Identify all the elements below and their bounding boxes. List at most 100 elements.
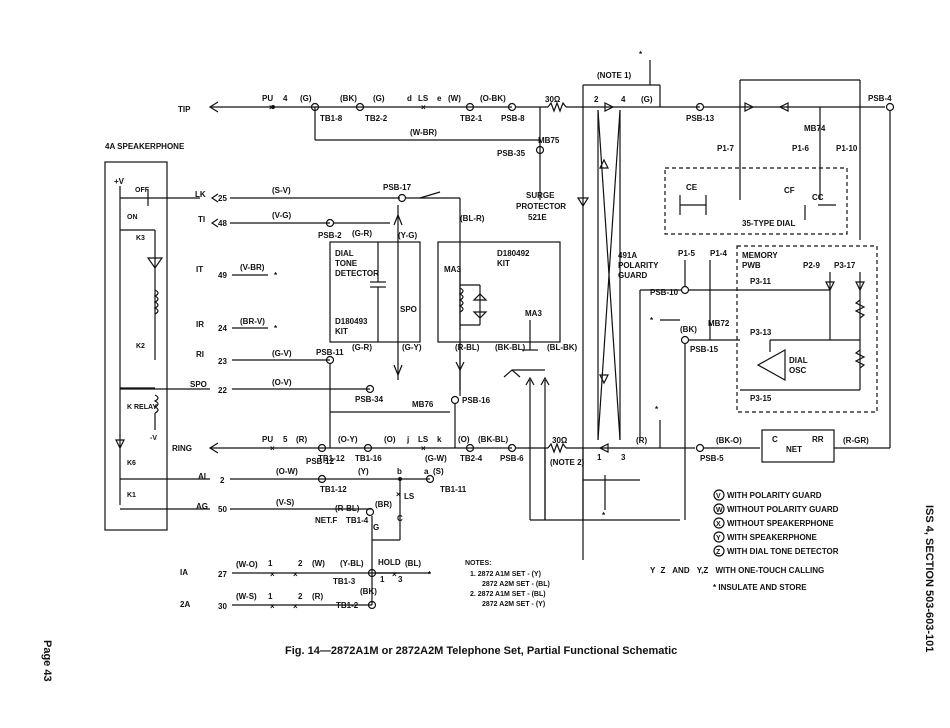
ll-s: (S) xyxy=(433,467,444,476)
note-line-3: 2. 2872 A1M SET - (BL) xyxy=(470,591,546,598)
psb-11: PSB-11 xyxy=(316,348,344,357)
ring-n5: 5 xyxy=(283,435,288,444)
legend-symbol-x xyxy=(713,517,725,529)
svg-text:*: * xyxy=(655,405,659,414)
legend-symbol-letter-y: Y xyxy=(716,535,721,542)
legend-symbol-y xyxy=(713,531,725,543)
psb-4: PSB-4 xyxy=(868,94,892,103)
tb1-3: TB1-3 xyxy=(333,577,356,586)
svg-text:×: × xyxy=(270,570,275,579)
net-c: C xyxy=(772,435,778,444)
net-box xyxy=(761,429,835,463)
pin-ir: 24 xyxy=(218,324,227,333)
spo-label: SPO xyxy=(190,380,207,389)
it-label: IT xyxy=(196,265,203,274)
mb7-6: MB76 xyxy=(412,400,434,409)
tb2-4: TB2-4 xyxy=(460,454,483,463)
wire-blbk: (BL-BK) xyxy=(547,343,578,352)
ll-n1: 1 xyxy=(268,559,273,568)
ll-bk: (BK) xyxy=(360,587,377,596)
ring-bkbl: (BK-BL) xyxy=(478,435,509,444)
tb1-8: TB1-8 xyxy=(320,114,343,123)
legend-text-v: WITH POLARITY GUARD xyxy=(727,491,822,500)
ll-w: (W) xyxy=(312,559,325,568)
off-label: OFF xyxy=(135,187,150,194)
polarity-3: GUARD xyxy=(618,271,648,280)
dt-2: TONE xyxy=(335,259,358,268)
cc-label: CC xyxy=(812,193,824,202)
wire-gr1: (G-R) xyxy=(352,229,372,238)
psb-4-terminal xyxy=(885,102,895,112)
svg-text:*: * xyxy=(602,511,606,520)
mb7-2: MB72 xyxy=(708,319,730,328)
tb1-2-terminal xyxy=(367,600,377,610)
k-relay-label: K RELAY xyxy=(127,404,157,411)
ri-label: RI xyxy=(196,350,204,359)
legend-insulate: * INSULATE AND STORE xyxy=(713,583,807,592)
wire-it: (V-BR) xyxy=(240,263,265,272)
speakerphone-box xyxy=(104,161,168,531)
d180492-1: D180492 xyxy=(497,249,530,258)
dial-35-label: 35-TYPE DIAL xyxy=(742,219,795,228)
tip-bk: (BK) xyxy=(340,94,357,103)
psb-15: PSB-15 xyxy=(690,345,719,354)
minus-v-label: -V xyxy=(150,435,157,442)
lk-label: LK xyxy=(195,190,206,199)
dial-osc-symbol xyxy=(756,348,786,382)
tb2-2-terminal xyxy=(355,102,365,112)
ag-label: AG xyxy=(196,502,208,511)
ring-n3: 3 xyxy=(621,453,626,462)
tb1-12: TB1-12 xyxy=(318,454,345,463)
tip-r30: 30Ω xyxy=(545,95,561,104)
legend-symbol-v xyxy=(713,489,725,501)
ti-label: TI xyxy=(198,215,205,224)
pin-ag: 50 xyxy=(218,505,227,514)
wire-ir: (BR-V) xyxy=(240,317,265,326)
svg-text:*: * xyxy=(650,316,654,325)
svg-text:×: × xyxy=(293,570,298,579)
pin-2a: 30 xyxy=(218,602,227,611)
psb-35-terminal xyxy=(535,145,545,155)
tb2-1: TB2-1 xyxy=(460,114,483,123)
legend-text-w: WITHOUT POLARITY GUARD xyxy=(727,505,839,514)
varistor-symbol xyxy=(146,257,164,270)
legend-ot-z-a: Z xyxy=(660,566,665,575)
figure-caption: Fig. 14—2872A1M or 2872A2M Telephone Set… xyxy=(285,645,677,657)
psb-2-terminal xyxy=(325,218,335,228)
wire-rbl: (R-BL) xyxy=(455,343,480,352)
note-line-4: 2872 A2M SET - (Y) xyxy=(482,601,545,608)
ce-label: CE xyxy=(686,183,698,192)
ll-g: G xyxy=(373,523,379,532)
svg-text:×: × xyxy=(421,444,426,453)
ll-n3: 3 xyxy=(398,575,403,584)
psb-16-terminal xyxy=(450,395,460,405)
p2-9: P2-9 xyxy=(803,261,820,270)
memory-pwb-box xyxy=(736,245,878,413)
tb1-2: TB1-2 xyxy=(336,601,359,610)
spo-switch: SPO xyxy=(400,305,417,314)
tip-label: TIP xyxy=(178,105,191,114)
ll-bl: (BL) xyxy=(405,559,421,568)
psb-12: PSB-12 xyxy=(306,457,335,466)
ring-rgr: (R-GR) xyxy=(843,436,869,445)
tb1-12b: TB1-12 xyxy=(320,485,347,494)
psb-17-terminal xyxy=(397,193,407,203)
wire-ai: (O-W) xyxy=(276,467,298,476)
dial-35-box xyxy=(664,167,848,235)
psb-34-terminal xyxy=(365,384,375,394)
tb1-3-terminal xyxy=(367,568,377,578)
pin-it: 49 xyxy=(218,271,227,280)
ring-ls: LS xyxy=(418,435,429,444)
wire-ri: (G-V) xyxy=(272,349,292,358)
tip-pu: PU xyxy=(262,94,273,103)
mb7-5: MB75 xyxy=(538,136,560,145)
tip-e: e xyxy=(437,94,442,103)
wire-bkbl: (BK-BL) xyxy=(495,343,526,352)
ll-br: (BR) xyxy=(375,500,392,509)
wire-ag: (V-S) xyxy=(276,498,295,507)
ma3-label: MA3 xyxy=(444,265,461,274)
tip-w: (W) xyxy=(448,94,461,103)
p3-13: P3-13 xyxy=(750,328,772,337)
psb-10: PSB-10 xyxy=(650,288,679,297)
